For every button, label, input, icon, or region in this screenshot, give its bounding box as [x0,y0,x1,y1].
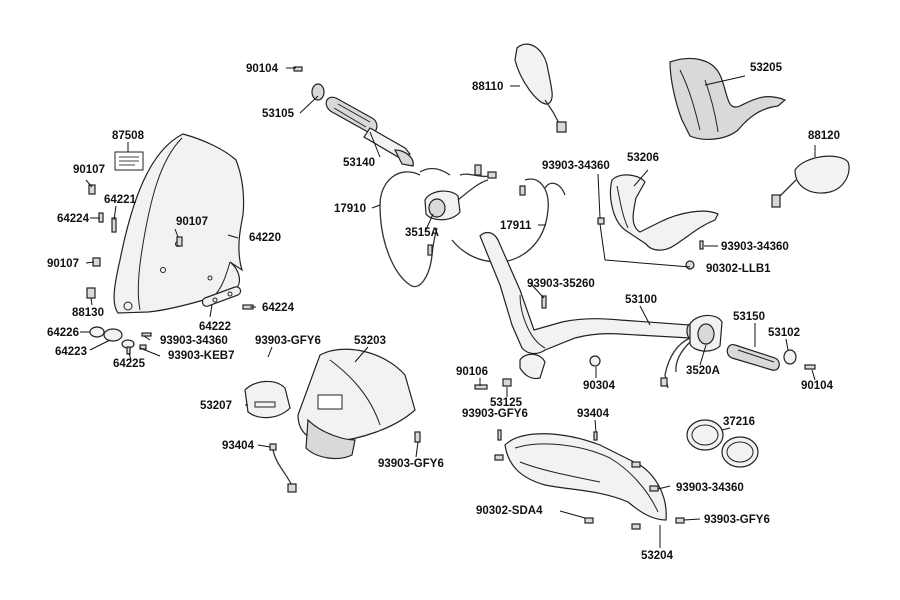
right-switch-3520A [660,314,723,389]
part-label-93903-KEB7: 93903-KEB7 [168,350,235,362]
cover-53207 [244,380,291,419]
mirror-left-88110 [514,43,567,133]
part-label-17910: 17910 [334,203,366,215]
rear-cover-53205 [669,57,787,140]
part-label-93404-right: 93404 [577,408,609,420]
part-label-87508: 87508 [112,130,144,142]
part-label-90302-SDA4: 90302-SDA4 [476,505,543,517]
washers-64226-64223 [89,326,152,355]
gauge-bezel-37216 [686,419,759,468]
part-label-53206: 53206 [627,152,659,164]
part-label-90106: 90106 [456,366,488,378]
part-label-93903-GFY6-right: 93903-GFY6 [704,514,770,526]
part-label-64224-left: 64224 [57,213,89,225]
part-label-93903-GFY6-mid: 93903-GFY6 [462,408,528,420]
part-label-93903-34360-left: 93903-34360 [160,335,228,347]
part-label-3515A: 3515A [405,227,439,239]
part-label-90107-top: 90107 [73,164,105,176]
mid-fasteners [474,295,601,390]
part-label-53100: 53100 [625,294,657,306]
leader-lines [80,67,816,548]
part-label-90302-LLB1: 90302-LLB1 [706,263,771,275]
part-label-88130: 88130 [72,307,104,319]
part-label-53203: 53203 [354,335,386,347]
part-label-64221: 64221 [104,194,136,206]
part-label-90107-mid: 90107 [176,216,208,228]
part-label-37216: 37216 [723,416,755,428]
part-label-93903-GFY6-low: 93903-GFY6 [378,458,444,470]
part-label-90104-right: 90104 [801,380,833,392]
cover-53206 [597,174,719,270]
part-label-3520A: 3520A [686,365,720,377]
label-sticker-87508 [114,151,144,171]
mirror-right-88120 [771,155,850,208]
part-label-64223: 64223 [55,346,87,358]
part-label-88120: 88120 [808,130,840,142]
part-label-53105: 53105 [262,108,294,120]
clip-93404-left [269,443,297,493]
part-label-64220: 64220 [249,232,281,244]
part-label-90104: 90104 [246,63,278,75]
part-label-53207: 53207 [200,400,232,412]
part-label-53102: 53102 [768,327,800,339]
part-label-93404-left: 93404 [222,440,254,452]
part-label-93903-GFY6-top: 93903-GFY6 [255,335,321,347]
part-label-93903-35260: 93903-35260 [527,278,595,290]
part-label-90304: 90304 [583,380,615,392]
part-label-64224-right: 64224 [262,302,294,314]
bracket-64222 [201,286,254,310]
part-label-90107-low: 90107 [47,258,79,270]
part-label-53150: 53150 [733,311,765,323]
cable-17911 [451,178,566,263]
part-label-53204: 53204 [641,550,673,562]
right-grip-53150 [726,343,816,371]
part-label-53125: 53125 [490,397,522,409]
part-label-64222: 64222 [199,321,231,333]
meter-frame-53204 [494,429,685,530]
headlight-cover-53203 [297,348,421,460]
part-label-93903-34360-low: 93903-34360 [676,482,744,494]
throttle-grip-53140 [293,66,414,167]
left-switch-3515A [424,164,497,221]
part-label-53140: 53140 [343,157,375,169]
part-label-88110: 88110 [472,81,504,93]
cable-17910 [379,167,451,288]
part-label-17911: 17911 [500,220,532,232]
part-label-93903-34360-right: 93903-34360 [721,241,789,253]
part-label-64226: 64226 [47,327,79,339]
handlebar-53100 [479,231,694,380]
part-label-64225: 64225 [113,358,145,370]
part-label-93903-34360-top: 93903-34360 [542,160,610,172]
part-label-53205: 53205 [750,62,782,74]
windscreen-screws [86,184,183,299]
